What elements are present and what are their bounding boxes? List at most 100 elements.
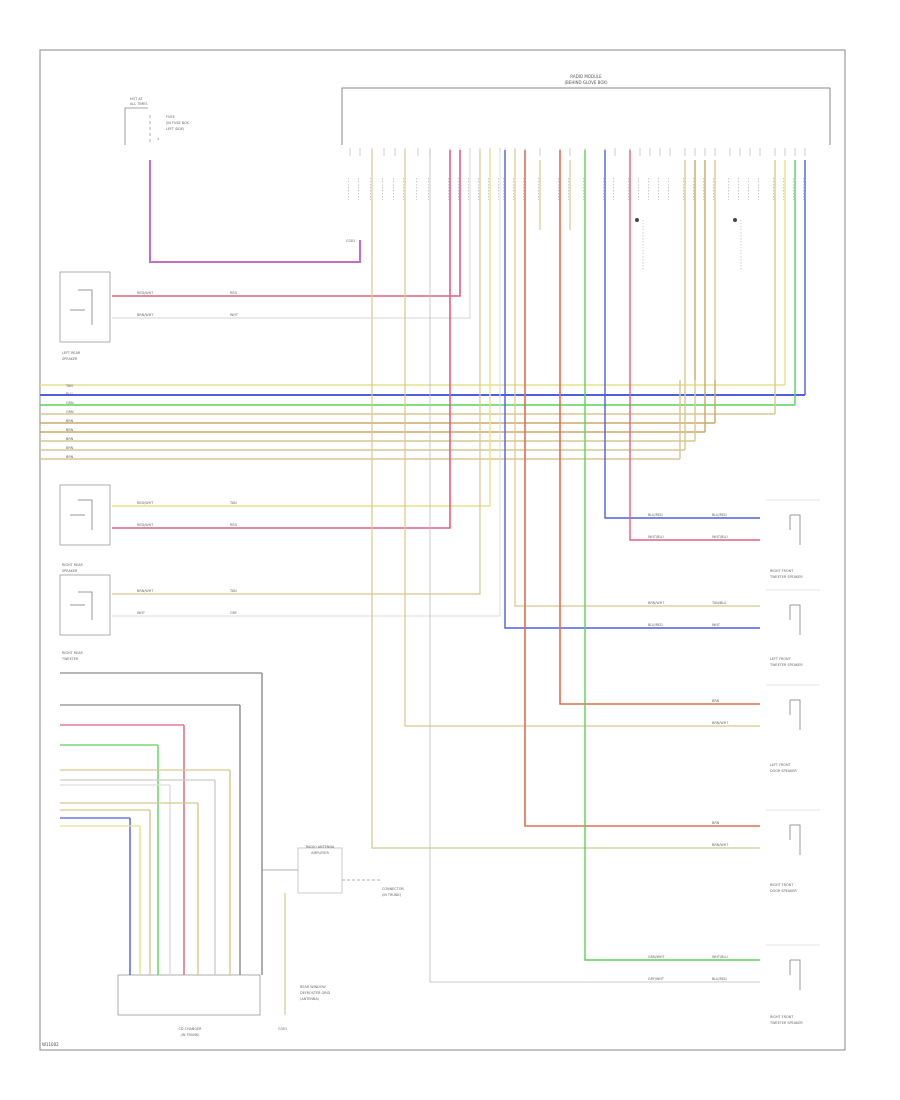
right-rear-speaker-label-2: SPEAKER: [62, 569, 78, 573]
wire-red-lr: [112, 150, 461, 297]
fuse-box-outline: [124, 107, 148, 145]
wire-label-brn: BRN: [712, 821, 720, 825]
wire-label-red-wht: RED/WHT: [137, 291, 154, 295]
right-rear-speaker-label-1: RIGHT REAR: [62, 563, 83, 567]
wire-label-wht-blu: WHT/BLU: [712, 535, 728, 539]
connector-label-2: (IN TRUNK): [382, 893, 402, 897]
bus-label: BRN: [66, 437, 74, 441]
bus-label: BRN: [66, 446, 74, 450]
rft-label-1: RIGHT FRONT: [770, 569, 794, 573]
splice-dot: [733, 218, 737, 222]
wire-label-blu-red: BLU/RED: [648, 513, 663, 517]
lft-label-2: TWEETER SPEAKER: [769, 663, 803, 667]
lfd-label-2: DOOR SPEAKER: [770, 769, 797, 773]
wire-tan-rrt: [112, 150, 481, 595]
wire-label-wht-blu: WHT/BLU: [648, 535, 664, 539]
antenna-amp-label-1: RADIO ANTENNA: [306, 845, 335, 849]
fuse-location-1: (IN FUSE BOX,: [166, 121, 190, 125]
mid-wire-bus-labels: TAN BLU GRN GRN BRN BRN BRN BRN BRN: [65, 384, 74, 459]
wire-label-gry: GRY: [230, 611, 238, 615]
wire-blu-rft: [604, 150, 760, 519]
bus-label: GRN: [66, 401, 74, 405]
connector-label-1: CONNECTOR: [382, 887, 404, 891]
fuse-label: FUSE: [166, 115, 175, 119]
right-rear-speaker: [59, 484, 111, 546]
speaker-icon: [70, 289, 93, 325]
wire-label-tan: TAN: [229, 589, 237, 593]
wire-label-brn-wht: BRN/WHT: [137, 313, 154, 317]
wire-label-brn-wht: BRN/WHT: [137, 589, 154, 593]
ground-label-1: G301: [346, 239, 355, 243]
wire-label-red: RED: [230, 523, 237, 527]
diagram-frame: [39, 49, 846, 1051]
wire-label-tan: TAN: [229, 501, 237, 505]
radio-module-pins: [348, 148, 806, 200]
speaker-icon: [789, 959, 801, 990]
wire-label-wht: WHT: [137, 611, 146, 615]
speaker-icon: [70, 499, 93, 530]
wire-label-brn-wht: BRN/WHT: [712, 721, 729, 725]
rfd-label-1: RIGHT FRONT: [770, 883, 794, 887]
wire-label-blu-red: BLU/RED: [712, 513, 727, 517]
radio-wire-drops: [539, 160, 806, 380]
right-rear-tweeter-label-2: TWEETER: [61, 657, 79, 661]
fuse-location-2: LEFT SIDE): [166, 127, 185, 131]
wire-label-red-wht: RED/WHT: [137, 501, 154, 505]
rft-label-2: TWEETER SPEAKER: [769, 575, 803, 579]
wire-orange-rfd: [524, 150, 760, 827]
antenna-amp-box: [297, 847, 343, 894]
wire-wht-rrt: [112, 150, 501, 617]
wire-tan-rr: [112, 150, 491, 507]
rft2-label-2: TWEETER SPEAKER: [769, 1021, 803, 1025]
cd-changer-label-2: (IN TRUNK): [181, 1033, 201, 1037]
wire-purple-power: [149, 160, 361, 263]
wire-label-red: RED: [230, 291, 237, 295]
wire-tan-rfd: [371, 150, 760, 849]
wire-label-blu-red: BLU/RED: [712, 977, 727, 981]
wire-label-brn: BRN: [712, 699, 720, 703]
splice-dot: [635, 218, 639, 222]
wire-green-rft2: [584, 150, 760, 961]
speaker-icon: [789, 514, 801, 545]
radio-module-title-2: (BEHIND GLOVE BOX): [564, 80, 607, 85]
cd-changer-wires: [60, 672, 380, 1015]
right-rear-tweeter: [59, 574, 111, 636]
wire-label-grn-wht: GRN/WHT: [648, 955, 666, 959]
lfd-label-1: LEFT FRONT: [770, 763, 792, 767]
mid-wire-bus: [40, 380, 806, 460]
radio-module-title-1: RADIO MODULE: [570, 74, 602, 79]
rear-window-label-1: REAR WINDOW: [300, 985, 326, 989]
figure-ref: W11002: [42, 1042, 59, 1047]
wire-tan-lft: [514, 150, 760, 607]
wire-tan-lfd: [404, 150, 760, 727]
wire-orange-lfd: [559, 150, 760, 705]
wire-label-wht: WHT: [712, 623, 721, 627]
speaker-icon: [70, 591, 93, 620]
wire-wht-lr: [112, 150, 471, 319]
bus-label: BRN: [66, 428, 74, 432]
bus-label: BLU: [66, 392, 73, 396]
rear-window-label-2: DEFROSTER GRID: [300, 991, 331, 995]
wire-gray-rft2: [429, 150, 760, 983]
bus-label: GRN: [66, 410, 74, 414]
bus-label: BRN: [66, 419, 74, 423]
wire-label-gry-wht: GRY/WHT: [648, 977, 665, 981]
right-rear-tweeter-label-1: RIGHT REAR: [62, 651, 83, 655]
bus-label: BRN: [66, 455, 74, 459]
fuse-all-times: ALL TIMES: [130, 102, 147, 106]
speaker-icon: [789, 604, 801, 635]
speaker-icon: [789, 699, 801, 730]
bus-label: TAN: [65, 384, 73, 388]
cd-changer-label-1: CD CHANGER: [179, 1027, 203, 1031]
left-rear-speaker: [59, 271, 111, 343]
wire-label-brn-wht: BRN/WHT: [712, 843, 729, 847]
left-rear-speaker-label-1: LEFT REAR: [62, 351, 81, 355]
rear-window-label-3: (ANTENNA): [300, 997, 320, 1001]
cd-changer-box: [117, 974, 261, 1016]
speaker-icon: [789, 824, 801, 855]
ground-bottom: G301: [278, 1027, 287, 1031]
wire-label-red-wht: RED/WHT: [137, 523, 154, 527]
rfd-label-2: DOOR SPEAKER: [770, 889, 797, 893]
wire-blu-lft: [504, 150, 760, 629]
